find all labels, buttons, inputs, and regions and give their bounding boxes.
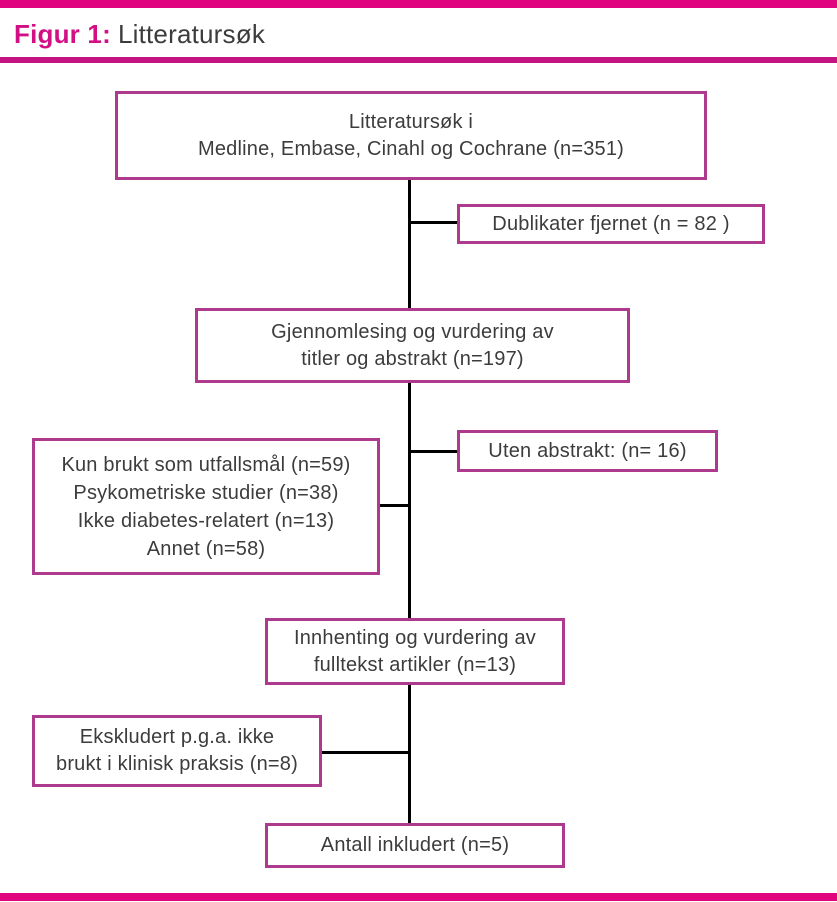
figure-title: Figur 1:Litteratursøk xyxy=(14,18,265,50)
box-no-abstract: Uten abstrakt: (n= 16) xyxy=(457,430,718,472)
box-title-abstract-screening: Gjennomlesing og vurdering av titler og … xyxy=(195,308,630,383)
box-total-included-line1: Antall inkludert (n=5) xyxy=(320,834,510,856)
box-title-abstract-screening-line2: titler og abstrakt (n=197) xyxy=(301,347,524,370)
figure-label: Figur 1: xyxy=(14,19,111,49)
box-fulltext-assessment-line1: Innhenting og vurdering av xyxy=(293,626,537,649)
box-title-abstract-screening-line1: Gjennomlesing og vurdering av xyxy=(271,320,554,343)
connector-to-no-abstract xyxy=(410,450,458,453)
box-total-included: Antall inkludert (n=5) xyxy=(265,823,565,868)
connector-to-excluded-practice xyxy=(321,751,410,754)
connector-to-duplicates xyxy=(410,221,458,224)
box-exclusion-reasons-line1: Kun brukt som utfallsmål (n=59) xyxy=(61,453,351,476)
box-excluded-not-clinical-practice: Ekskludert p.g.a. ikke brukt i klinisk p… xyxy=(32,715,322,787)
box-literature-search-line2: Medline, Embase, Cinahl og Cochrane (n=3… xyxy=(197,137,625,160)
top-accent-bar xyxy=(0,0,837,8)
connector-main-vertical xyxy=(408,178,411,825)
box-no-abstract-line1: Uten abstrakt: (n= 16) xyxy=(488,439,687,462)
figure-name: Litteratursøk xyxy=(117,19,266,49)
box-fulltext-assessment-line2: fulltekst artikler (n=13) xyxy=(313,653,517,676)
box-exclusion-reasons-line3: Ikke diabetes-relatert (n=13) xyxy=(77,509,335,532)
flowchart: Litteratursøk i Medline, Embase, Cinahl … xyxy=(0,63,837,893)
box-literature-search: Litteratursøk i Medline, Embase, Cinahl … xyxy=(115,91,707,180)
bottom-accent-bar xyxy=(0,893,837,901)
box-excluded-not-clinical-practice-line1: Ekskludert p.g.a. ikke xyxy=(79,726,275,748)
box-exclusion-reasons: Kun brukt som utfallsmål (n=59) Psykomet… xyxy=(32,438,380,575)
box-fulltext-assessment: Innhenting og vurdering av fulltekst art… xyxy=(265,618,565,685)
box-duplicates-removed-line1: Dublikater fjernet (n = 82 ) xyxy=(492,212,730,235)
title-rule xyxy=(0,57,837,63)
box-excluded-not-clinical-practice-line2: brukt i klinisk praksis (n=8) xyxy=(56,753,298,775)
box-duplicates-removed: Dublikater fjernet (n = 82 ) xyxy=(457,204,765,244)
box-exclusion-reasons-line2: Psykometriske studier (n=38) xyxy=(73,481,339,504)
box-literature-search-line1: Litteratursøk i xyxy=(348,110,474,133)
connector-to-excluded-reasons xyxy=(379,504,410,507)
box-exclusion-reasons-line4: Annet (n=58) xyxy=(146,537,266,560)
